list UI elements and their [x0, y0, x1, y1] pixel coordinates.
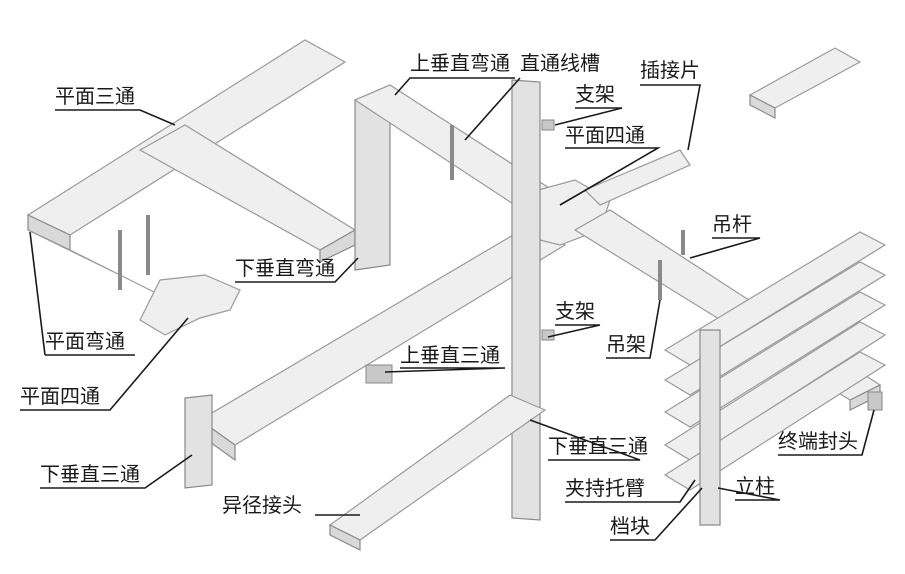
leader-stopper — [610, 487, 703, 541]
leader-plane-cross-center — [559, 147, 661, 206]
label-down-vertical-tee-right: 下垂直三通 — [548, 434, 648, 458]
reducer-vertical — [184, 394, 213, 489]
label-reducer: 异径接头 — [222, 493, 302, 517]
label-bracket-top: 支架 — [575, 82, 615, 106]
label-splice-plate: 插接片 — [640, 58, 700, 82]
leader-splice-plate — [640, 84, 701, 151]
loose-tray — [748, 47, 862, 109]
leader-bracket-top — [554, 107, 623, 126]
leader-clamp-arm — [565, 479, 696, 503]
junction-box — [365, 364, 393, 384]
label-stopper: 档块 — [610, 514, 650, 538]
leader-down-vertical-tee-left — [40, 454, 193, 489]
plane-cross-left-shape — [139, 274, 241, 336]
label-up-vertical-elbow: 上垂直弯通 — [410, 51, 510, 75]
tray-tee-branch — [138, 124, 357, 251]
leader-end-cap — [778, 409, 875, 456]
label-clamp-arm: 夹持托臂 — [565, 476, 645, 500]
leader-down-vertical-tee-right — [529, 419, 641, 461]
leader-up-vertical-elbow — [394, 77, 515, 96]
label-plane-tee-top: 平面三通 — [55, 84, 135, 108]
label-plane-elbow: 平面弯通 — [45, 329, 125, 353]
leader-bracket-mid — [547, 324, 601, 338]
label-down-vertical-elbow: 下垂直弯通 — [235, 256, 335, 280]
leader-down-vertical-elbow — [235, 257, 359, 283]
leader-plane-tee-top — [55, 109, 176, 126]
tray-bottom-diagonal-side — [329, 524, 361, 551]
label-plane-cross-center: 平面四通 — [565, 123, 645, 147]
tray-splice — [583, 149, 691, 206]
right-column — [699, 329, 721, 526]
leader-straight-tray — [464, 77, 521, 141]
bracket-mid-shape — [541, 329, 555, 341]
leader-up-vertical-tee — [384, 367, 506, 373]
label-hanger-bracket: 吊架 — [606, 332, 646, 356]
label-plane-cross-left: 平面四通 — [20, 384, 100, 408]
label-bracket-mid: 支架 — [555, 299, 595, 323]
label-column: 立柱 — [735, 474, 775, 498]
loose-tray-side — [749, 94, 776, 119]
leader-hanger-rod — [689, 237, 761, 259]
end-cap-shape — [867, 391, 883, 411]
label-up-vertical-tee: 上垂直三通 — [400, 343, 500, 367]
label-end-cap: 终端封头 — [778, 429, 858, 453]
label-straight-tray: 直通线槽 — [520, 51, 600, 75]
bracket-top-shape — [541, 119, 555, 131]
tray-left-run — [27, 229, 161, 296]
labels: 平面三通 上垂直弯通 直通线槽 插接片 支架 平面四通 吊杆 下垂直弯通 平面弯… — [20, 51, 858, 538]
center-riser — [511, 79, 541, 521]
leader-plane-cross-left — [20, 317, 189, 411]
leader-plane-elbow-b — [29, 231, 46, 356]
leader-lines — [20, 77, 875, 541]
tray-structure — [26, 39, 887, 551]
leader-hanger-bracket — [606, 299, 661, 359]
label-hanger-rod: 吊杆 — [712, 212, 752, 236]
leader-column — [717, 487, 781, 501]
label-down-vertical-tee-left: 下垂直三通 — [40, 462, 140, 486]
